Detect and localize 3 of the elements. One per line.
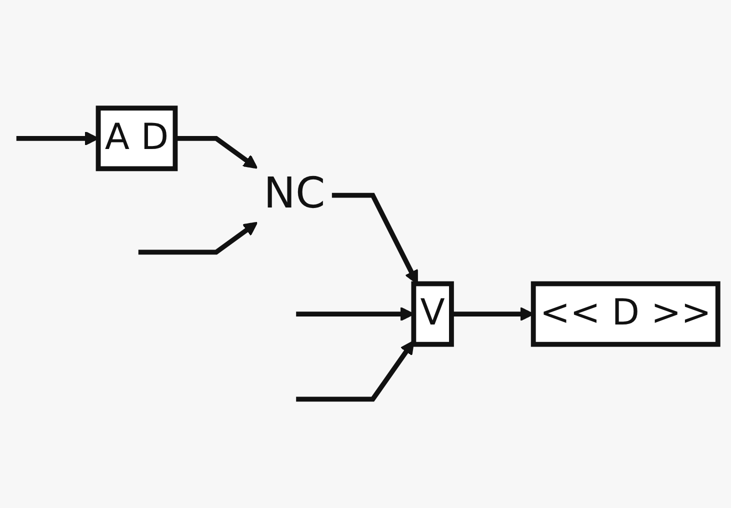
process-box: V (411, 280, 454, 346)
process-box: << D >> (530, 280, 720, 346)
process-box: A D (96, 105, 178, 171)
